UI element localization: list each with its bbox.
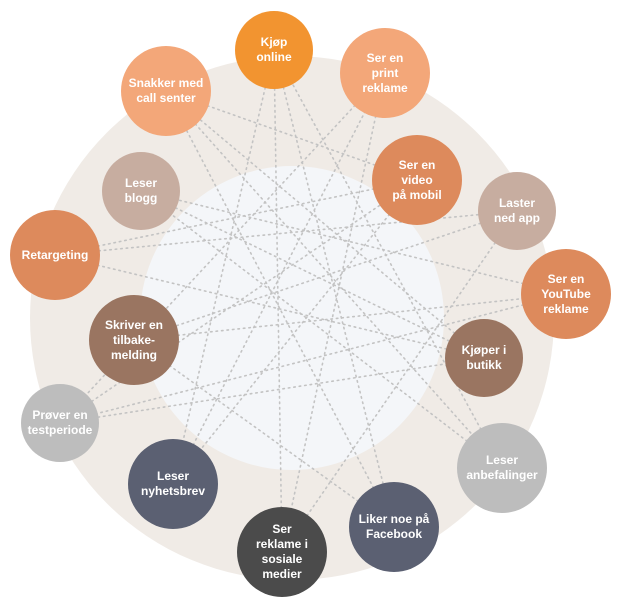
- connection-line-facebook-call-senter: [165, 90, 395, 528]
- connection-line-facebook-tilbakemelding: [133, 339, 395, 528]
- connection-line-kjoper-butikk-call-senter: [165, 90, 485, 359]
- node-label: Leser anbefalinger: [466, 453, 538, 482]
- connection-line-call-senter-anbefalinger: [165, 90, 503, 469]
- node-testperiode: Prøver en testperiode: [21, 384, 99, 462]
- connection-line-youtube-reklame-blogg: [140, 190, 567, 295]
- connection-line-anbefalinger-blogg: [140, 190, 503, 469]
- node-anbefalinger: Leser anbefalinger: [457, 423, 547, 513]
- node-kjoper-butikk: Kjøper i butikk: [445, 319, 523, 397]
- node-label: Prøver en testperiode: [27, 408, 93, 437]
- node-facebook: Liker noe på Facebook: [349, 482, 439, 572]
- connection-line-laster-app-tilbakemelding: [133, 210, 518, 341]
- connection-line-video-mobil-nyhetsbrev: [172, 179, 418, 485]
- node-label: Ser en print reklame: [362, 50, 408, 95]
- node-youtube-reklame: Ser en YouTube reklame: [521, 249, 611, 339]
- connection-line-print-reklame-sosiale-medier: [281, 72, 386, 553]
- connection-line-sosiale-medier-kjop-online: [273, 49, 283, 553]
- node-label: Ser en video på mobil: [392, 157, 442, 202]
- connection-line-tilbakemelding-youtube-reklame: [133, 293, 567, 341]
- connection-line-video-mobil-retargeting: [54, 179, 418, 256]
- connection-line-kjop-online-facebook: [273, 49, 395, 528]
- node-blogg: Leser blogg: [102, 152, 180, 230]
- node-label: Liker noe på Facebook: [358, 512, 430, 541]
- connection-line-testperiode-kjoper-butikk: [59, 357, 485, 424]
- node-video-mobil: Ser en video på mobil: [372, 135, 462, 225]
- node-label: Kjøper i butikk: [461, 343, 507, 372]
- node-label: Skriver en tilbake- melding: [104, 317, 164, 362]
- node-kjop-online: Kjøp online: [235, 11, 313, 89]
- node-label: Snakker med call senter: [128, 76, 204, 105]
- node-label: Kjøp online: [256, 35, 292, 64]
- node-label: Ser en YouTube reklame: [541, 271, 591, 316]
- node-label: Retargeting: [21, 247, 89, 262]
- node-sosiale-medier: Ser reklame i sosiale medier: [237, 507, 327, 597]
- node-call-senter: Snakker med call senter: [121, 46, 211, 136]
- node-laster-app: Laster ned app: [478, 172, 556, 250]
- node-print-reklame: Ser en print reklame: [340, 28, 430, 118]
- connection-line-kjoper-butikk-retargeting: [54, 254, 485, 359]
- node-tilbakemelding: Skriver en tilbake- melding: [89, 295, 179, 385]
- node-label: Ser reklame i sosiale medier: [255, 522, 309, 581]
- node-label: Leser blogg: [124, 176, 158, 205]
- connection-line-youtube-reklame-testperiode: [59, 293, 567, 424]
- connection-line-nyhetsbrev-print-reklame: [172, 72, 386, 485]
- node-label: Laster ned app: [493, 196, 540, 225]
- node-label: Leser nyhetsbrev: [140, 469, 206, 498]
- node-retargeting: Retargeting: [10, 210, 100, 300]
- connection-line-anbefalinger-kjop-online: [273, 49, 503, 469]
- node-nyhetsbrev: Leser nyhetsbrev: [128, 439, 218, 529]
